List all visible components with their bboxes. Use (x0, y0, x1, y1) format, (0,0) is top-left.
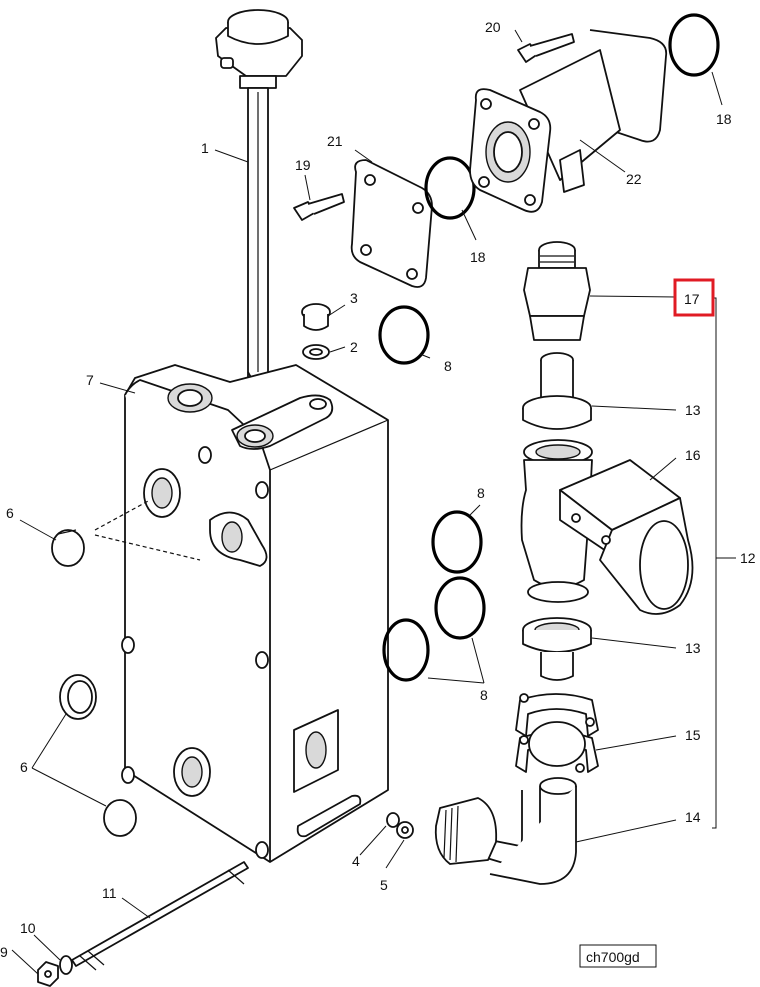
highlight-box-callout-17 (673, 278, 715, 317)
part-6-ring-lower[interactable] (59, 674, 97, 720)
part-10-washer[interactable] (59, 955, 73, 975)
callout-18-upper: 18 (716, 111, 732, 127)
part-15-clamp[interactable] (515, 693, 599, 773)
part-14-elbow-pipe[interactable] (434, 777, 577, 885)
part-1-sensor-probe[interactable] (215, 9, 303, 383)
part-17-union-fitting[interactable] (523, 241, 591, 341)
part-19-bolt[interactable] (293, 193, 345, 221)
part-18-oring-lower[interactable] (424, 156, 476, 220)
part-3-plug[interactable] (301, 303, 331, 331)
part-22-flanged-housing[interactable] (469, 29, 668, 213)
part-8-oring-b[interactable] (431, 510, 483, 574)
callout-labels: 1 2 3 4 5 6 6 7 8 8 8 9 10 11 12 13 13 1… (0, 19, 756, 960)
callout-5: 5 (380, 877, 388, 893)
part-8-oring-c[interactable] (434, 576, 486, 640)
part-18-oring-upper[interactable] (668, 13, 720, 77)
callout-8-upper: 8 (444, 358, 452, 374)
callout-22: 22 (626, 171, 642, 187)
callout-7: 7 (86, 372, 94, 388)
callout-10: 10 (20, 920, 36, 936)
callout-21: 21 (327, 133, 343, 149)
callout-15: 15 (685, 727, 701, 743)
part-7-manifold-block[interactable] (94, 364, 389, 863)
callout-8-lower: 8 (480, 687, 488, 703)
callout-16: 16 (685, 447, 701, 463)
drawing-code-label: ch700gd (579, 944, 657, 968)
part-9-nut[interactable] (37, 961, 59, 987)
callout-13-lower: 13 (685, 640, 701, 656)
part-20-screw[interactable] (517, 33, 575, 63)
part-4-washer[interactable] (386, 812, 400, 828)
drawing-code-text: ch700gd (586, 949, 640, 965)
callout-4: 4 (352, 853, 360, 869)
part-2-washer[interactable] (302, 344, 330, 360)
part-6-plug-upper[interactable] (51, 529, 85, 567)
part-13-upper-nipple[interactable] (522, 352, 592, 430)
part-13-lower-nipple[interactable] (522, 617, 592, 681)
callout-1: 1 (201, 140, 209, 156)
callout-6-upper: 6 (6, 505, 14, 521)
callout-20: 20 (485, 19, 501, 35)
part-5-nut[interactable] (396, 821, 414, 839)
callout-17: 17 (684, 291, 700, 307)
part-8-oring-a[interactable] (378, 305, 430, 365)
callout-18-lower: 18 (470, 249, 486, 265)
part-6-plug-lower[interactable] (103, 799, 137, 837)
part-21-cover-plate[interactable] (350, 159, 433, 288)
callout-6-lower: 6 (20, 759, 28, 775)
callout-8-middle: 8 (477, 485, 485, 501)
callout-13-upper: 13 (685, 402, 701, 418)
callout-11: 11 (102, 885, 117, 901)
callout-19: 19 (295, 157, 311, 173)
leader-lines (11, 29, 736, 975)
callout-2: 2 (350, 339, 358, 355)
part-11-tie-rod[interactable] (71, 861, 249, 971)
callout-9: 9 (0, 944, 8, 960)
callout-3: 3 (350, 290, 358, 306)
part-16-circulation-pump[interactable] (520, 439, 694, 615)
part-8-oring-d[interactable] (382, 618, 430, 682)
callout-14: 14 (685, 809, 701, 825)
callout-12: 12 (740, 550, 756, 566)
